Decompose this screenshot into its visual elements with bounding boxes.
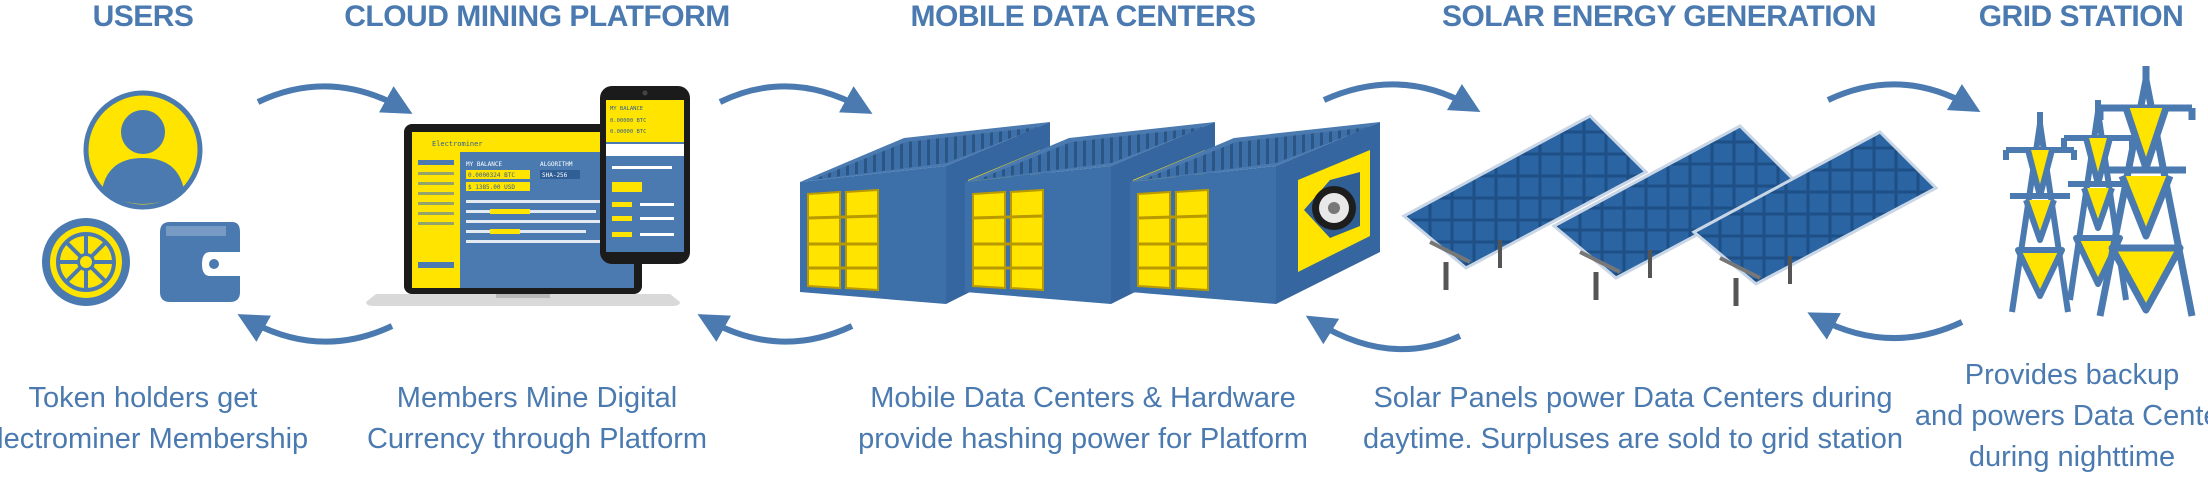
arrow-platform-to-users (237, 314, 394, 345)
stage-title-users: USERS (92, 0, 194, 33)
arrow-solar-to-grid (1826, 81, 1981, 112)
stage-caption-cloud-mining: Members Mine Digital Currency through Pl… (367, 378, 707, 460)
arrow-users-to-platform (256, 83, 413, 114)
caption-line: Mobile Data Centers & Hardware (870, 382, 1296, 414)
caption-line: Provides backup (1964, 359, 2180, 391)
token-coin-icon (42, 218, 130, 306)
stage-caption-mobile-data-centers: Mobile Data Centers & Hardware provide h… (858, 378, 1308, 460)
power-tower-icon (2003, 112, 2077, 313)
laptop-algo-label: ALGORITHM (540, 161, 573, 168)
wallet-icon (160, 222, 242, 302)
arrow-grid-to-solar (1807, 312, 1964, 342)
smartphone-icon: MY BALANCE 0.00000 BTC 0.00000 BTC (600, 86, 690, 264)
phone-balance-2: 0.00000 BTC (610, 129, 646, 135)
stage-title-solar-energy: SOLAR ENERGY GENERATION (1441, 0, 1877, 33)
caption-line: daytime. Surpluses are sold to grid stat… (1363, 423, 1903, 455)
laptop-balance-label: MY BALANCE (466, 161, 503, 168)
arrow-platform-to-datacenters (718, 83, 873, 114)
stage-caption-grid-station: Provides backup and powers Data Center d… (1915, 355, 2208, 478)
caption-line: Token holders get (28, 382, 258, 414)
laptop-icon: Electrominer MY BALANCE 0.0000324 BTC $ … (366, 124, 680, 306)
caption-line: Electrominer Membership (0, 423, 309, 455)
power-tower-icon-3 (2096, 66, 2196, 317)
caption-line: during nighttime (1968, 441, 2176, 473)
user-avatar-icon (83, 90, 203, 210)
arrow-solar-to-datacenters (1305, 315, 1462, 353)
stage-title-cloud-mining: CLOUD MINING PLATFORM (344, 0, 730, 33)
laptop-balance-btc: 0.0000324 BTC (468, 172, 515, 179)
stage-title-mobile-data-centers: MOBILE DATA CENTERS (910, 0, 1256, 33)
solar-panel-icon (1401, 114, 1649, 290)
caption-line: and powers Data Center (1914, 400, 2208, 432)
caption-line: provide hashing power for Platform (858, 423, 1308, 455)
arrow-datacenters-to-platform (697, 314, 854, 345)
laptop-algo-value: SHA-256 (542, 172, 568, 179)
laptop-brand: Electrominer (432, 140, 483, 148)
caption-line: Solar Panels power Data Centers during (1373, 382, 1893, 414)
phone-balance-label: MY BALANCE (610, 106, 643, 112)
caption-line: Members Mine Digital (396, 382, 678, 414)
stage-caption-solar-energy: Solar Panels power Data Centers during d… (1363, 378, 1903, 460)
stage-caption-users: Token holders get Electrominer Membershi… (0, 378, 308, 460)
arrow-datacenters-to-solar (1322, 81, 1481, 112)
laptop-balance-usd: $ 1385.00 USD (468, 184, 515, 191)
phone-balance-1: 0.00000 BTC (610, 118, 646, 124)
stage-title-grid-station: GRID STATION (1978, 0, 2184, 33)
caption-line: Currency through Platform (366, 423, 708, 455)
